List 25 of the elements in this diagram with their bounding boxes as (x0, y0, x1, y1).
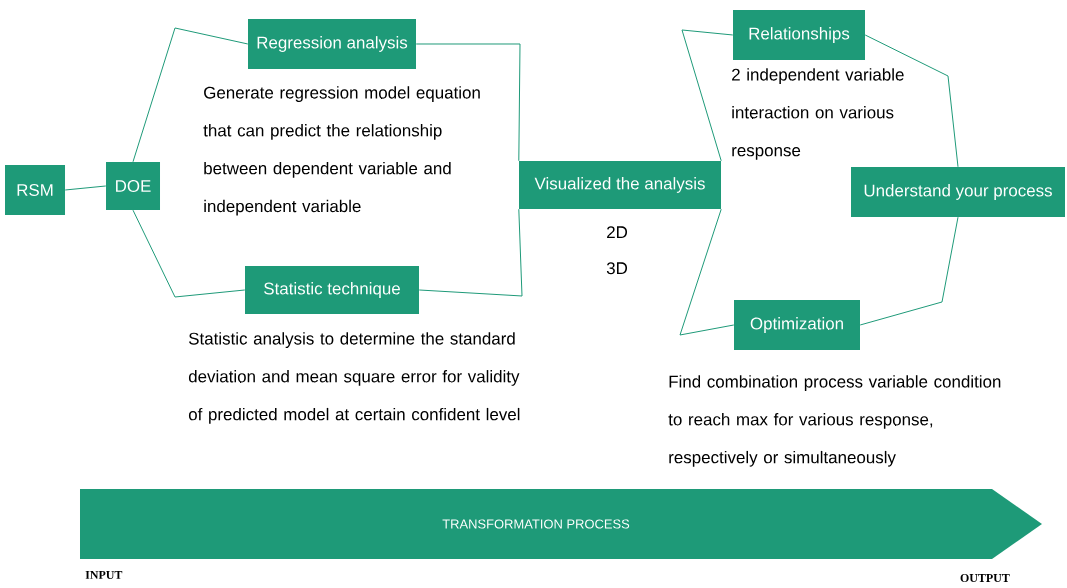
connector-line (681, 29, 734, 162)
description-text: 2D (607, 226, 628, 238)
connector-line (679, 208, 735, 336)
io-label: OUTPUT (960, 573, 1010, 582)
description-text: 2 independent variable interaction on various response (732, 68, 904, 160)
description-text: 3D (606, 262, 628, 275)
connector-line (415, 43, 521, 162)
process-box: Visualized the analysis (519, 161, 721, 209)
connector-line (859, 216, 959, 326)
connector-line (418, 208, 523, 297)
connector-line (864, 34, 959, 168)
io-label: INPUT (85, 571, 123, 579)
process-box: Optimization (734, 300, 860, 350)
connector-line (132, 27, 249, 163)
process-box: Relationships (733, 10, 865, 60)
description-text: Find combination process variable condition to reach max for various response, respectively or simultaneously (668, 375, 1001, 467)
connector-line (64, 185, 107, 191)
description-text: Statistic analysis to determine the standard deviation and mean square error for validity of predicted model at certain confident level (188, 332, 520, 424)
process-box: Regression analysis (248, 19, 416, 69)
process-box: Statistic technique (245, 266, 419, 314)
connector-line (132, 209, 246, 298)
process-box: Understand your process (851, 167, 1065, 217)
process-box: DOE (106, 162, 160, 210)
description-text: Generate regression model equation that can predict the relationship between dependent variable and independent variable (203, 86, 480, 216)
process-box: RSM (5, 165, 65, 215)
